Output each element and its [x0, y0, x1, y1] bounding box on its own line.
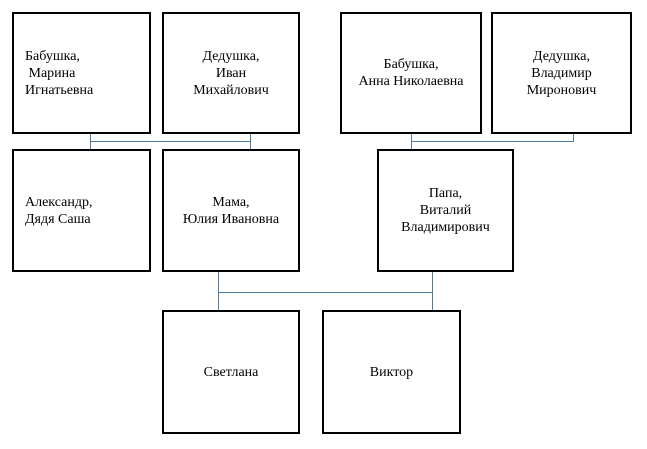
box-svetlana: Светлана [162, 310, 300, 434]
box-uncle-alexander: Александр, Дядя Саша [12, 149, 151, 272]
label-papa-vitaliy: Папа, Виталий Владимирович [401, 186, 490, 235]
box-viktor: Виктор [322, 310, 461, 434]
label-uncle-alexander: Александр, Дядя Саша [25, 194, 93, 227]
connector-papa-down [432, 271, 433, 311]
box-mama-yulia: Мама, Юлия Ивановна [162, 149, 300, 272]
box-papa-vitaliy: Папа, Виталий Владимирович [377, 149, 514, 272]
label-grandpa-ivan: Дедушка, Иван Михайлович [193, 48, 269, 98]
connector-maternal-grandparents [411, 141, 574, 142]
connector-parents [218, 292, 433, 293]
box-grandpa-vladimir: Дедушка, Владимир Миронович [491, 12, 632, 134]
label-viktor: Виктор [369, 364, 414, 380]
label-mama-yulia: Мама, Юлия Ивановна [182, 194, 280, 227]
connector-mama-down [218, 271, 219, 311]
label-grandma-anna: Бабушка, Анна Николаевна [358, 57, 464, 89]
label-grandma-marina: Бабушка, Марина Игнатьевна [25, 48, 94, 98]
box-grandpa-ivan: Дедушка, Иван Михайлович [162, 12, 300, 134]
connector-paternal-grandparents [90, 141, 251, 142]
connector-vladimir-down [573, 133, 574, 142]
label-grandpa-vladimir: Дедушка, Владимир Миронович [526, 48, 597, 98]
label-svetlana: Светлана [203, 364, 259, 380]
box-grandma-anna: Бабушка, Анна Николаевна [340, 12, 482, 134]
box-grandma-marina: Бабушка, Марина Игнатьевна [12, 12, 151, 134]
